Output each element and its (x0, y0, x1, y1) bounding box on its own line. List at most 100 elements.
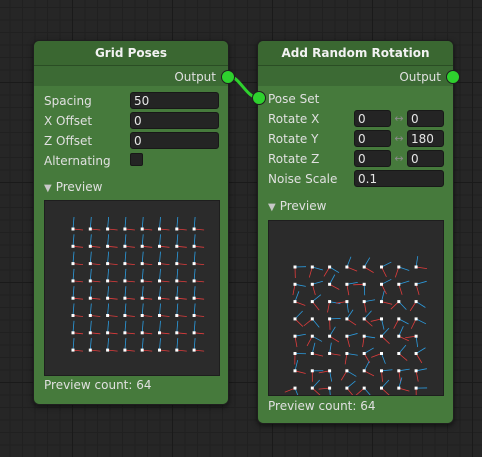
pose-axis-line (323, 266, 330, 277)
pose-point (158, 279, 161, 283)
pose-axis-line (124, 280, 135, 283)
pose-point (345, 317, 349, 321)
pose-point (345, 334, 349, 338)
pose-axis-line (90, 349, 101, 352)
pose-point (345, 369, 349, 373)
pose-axis-line (294, 301, 306, 306)
alternating-checkbox[interactable] (130, 153, 143, 166)
pose-axis-line (107, 332, 118, 335)
pose-axis-line (346, 284, 350, 296)
pose-point (293, 317, 297, 321)
pose-axis-line (415, 353, 423, 364)
pose-axis-line (346, 353, 358, 356)
pose-axis-line (89, 268, 92, 281)
pose-point (106, 279, 110, 283)
pose-axis-line (142, 280, 153, 283)
pose-axis-line (346, 266, 358, 272)
pose-point (345, 282, 349, 286)
x-offset-field[interactable]: 0 (130, 112, 219, 129)
rotate-x-min-field[interactable]: 0 (354, 110, 391, 127)
pose-axis-line (72, 216, 75, 230)
pose-axis-line (142, 315, 153, 317)
pose-axis-line (311, 284, 316, 295)
pose-axis-line (194, 280, 205, 283)
pose-axis-line (89, 234, 92, 247)
output-row: Output (34, 68, 228, 86)
pose-point (106, 227, 110, 231)
pose-axis-line (72, 338, 75, 351)
rotation-output-port[interactable] (446, 70, 460, 84)
collapse-triangle-icon: ▼ (268, 202, 276, 213)
pose-axis-line (142, 245, 153, 248)
rotate-z-min-field[interactable]: 0 (354, 150, 391, 167)
pose-axis-line (329, 342, 332, 354)
pose-axis-line (176, 315, 187, 317)
pose-point (293, 300, 297, 304)
node-title[interactable]: Add Random Rotation (258, 41, 453, 66)
preview-count: Preview count: 64 (268, 399, 376, 413)
pose-axis-line (72, 349, 84, 352)
pose-axis-line (107, 315, 118, 317)
pose-point (293, 334, 297, 338)
pose-axis-line (398, 368, 410, 372)
pose-axis-line (329, 335, 340, 343)
pose-axis-line (194, 297, 205, 300)
pose-axis-line (159, 286, 161, 299)
pose-axis-line (89, 320, 92, 333)
pose-axis-line (124, 216, 127, 230)
pose-axis-line (311, 342, 316, 354)
pose-point (175, 279, 179, 283)
pose-axis-line (410, 318, 417, 329)
spacing-field[interactable]: 50 (130, 92, 219, 109)
preview-foldout[interactable]: ▼Preview (268, 197, 326, 215)
output-label: Output (399, 70, 441, 84)
preview-foldout[interactable]: ▼Preview (44, 178, 102, 196)
pose-point (397, 369, 401, 373)
rotate-x-max-field[interactable]: 0 (407, 110, 444, 127)
pose-axis-line (381, 266, 387, 278)
pose-point (88, 348, 92, 352)
pose-axis-line (194, 263, 205, 265)
pose-axis-line (90, 297, 101, 300)
pose-point (293, 369, 297, 373)
rotation-input-port[interactable] (252, 91, 266, 105)
pose-point (380, 265, 383, 269)
pose-axis-line (159, 338, 161, 351)
pose-point (158, 348, 161, 352)
noise-scale-field[interactable]: 0.1 (354, 170, 444, 187)
pose-axis-line (124, 234, 127, 247)
pose-point (123, 262, 127, 266)
add-random-rotation-node[interactable]: Add Random Rotation Output Pose Set Rota… (257, 40, 454, 424)
pose-axis-line (193, 216, 196, 230)
pose-axis-line (371, 353, 382, 358)
rotate-y-max-field[interactable]: 180 (407, 130, 444, 147)
node-title[interactable]: Grid Poses (34, 41, 228, 66)
pose-axis-line (398, 284, 403, 295)
rotate-z-max-field[interactable]: 0 (407, 150, 444, 167)
pose-axis-line (416, 368, 427, 372)
pose-axis-line (329, 326, 336, 337)
pose-point (71, 279, 75, 283)
pose-point (362, 282, 366, 286)
grid-poses-node[interactable]: Grid Poses Output Spacing 50 X Offset 0 … (33, 40, 229, 405)
pose-point (106, 244, 110, 248)
pose-axis-line (159, 315, 170, 317)
pose-axis-line (409, 301, 417, 312)
pose-axis-line (292, 284, 296, 296)
rotate-y-min-field[interactable]: 0 (354, 130, 391, 147)
pose-axis-line (90, 332, 101, 335)
pose-axis-line (194, 228, 205, 231)
pose-axis-line (107, 268, 109, 281)
pose-point (414, 369, 418, 373)
pose-point (140, 262, 144, 266)
pose-point (192, 279, 196, 283)
pose-axis-line (159, 216, 161, 230)
pose-axis-line (193, 251, 196, 264)
pose-axis-line (124, 320, 127, 333)
pose-axis-line (363, 301, 367, 313)
grid-output-port[interactable] (221, 70, 235, 84)
pose-axis-line (90, 245, 101, 248)
pose-axis-line (381, 369, 393, 372)
pose-axis-line (159, 332, 170, 335)
z-offset-field[interactable]: 0 (130, 132, 219, 149)
